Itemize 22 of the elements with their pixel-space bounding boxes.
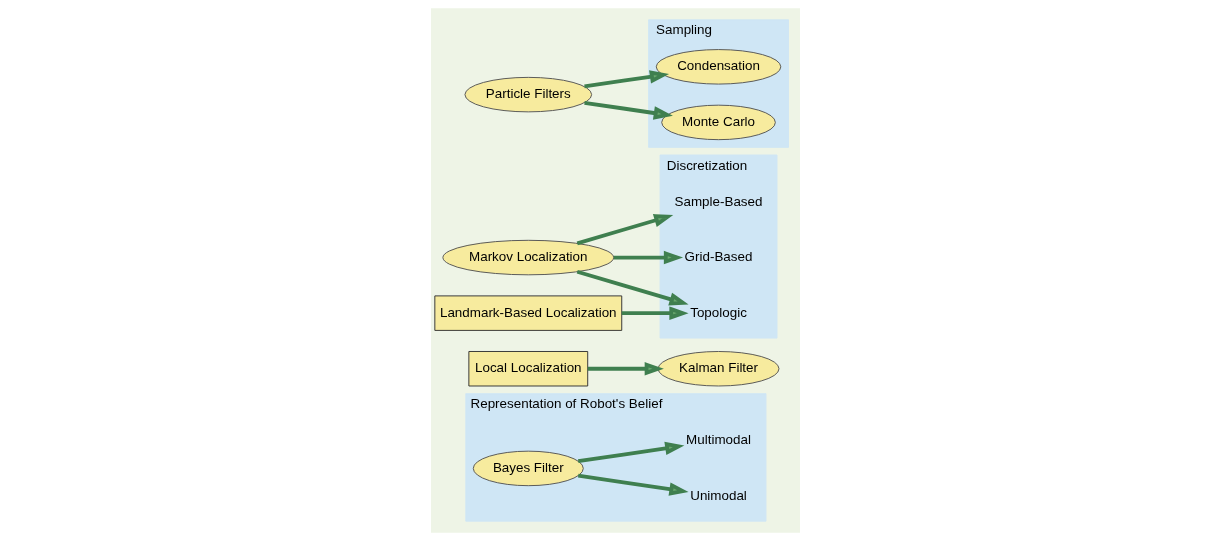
arrow	[576, 214, 673, 246]
arrow	[576, 269, 689, 306]
node-box: Landmark-Based Localization	[433, 295, 622, 331]
node-text: Grid-Based	[684, 249, 752, 265]
node-text: Topologic	[689, 304, 747, 320]
node-ellipse: Condensation	[655, 49, 781, 85]
node-text: Multimodal	[685, 432, 751, 448]
arrow	[577, 473, 689, 496]
node-ellipse: Particle Filters	[463, 76, 592, 113]
arrow	[583, 70, 669, 89]
arrow	[621, 306, 689, 320]
node-ellipse: Kalman Filter	[657, 351, 779, 387]
arrow	[577, 441, 684, 464]
node-box: Local Localization	[467, 351, 588, 387]
node-ellipse: Monte Carlo	[660, 104, 776, 141]
node-text: Sample-Based	[674, 193, 762, 209]
arrow	[613, 250, 683, 265]
arrow	[583, 100, 673, 120]
node-text: Unimodal	[689, 487, 747, 503]
node-ellipse: Bayes Filter	[472, 450, 584, 487]
node-ellipse: Markov Localization	[441, 239, 614, 276]
arrow	[587, 362, 664, 376]
